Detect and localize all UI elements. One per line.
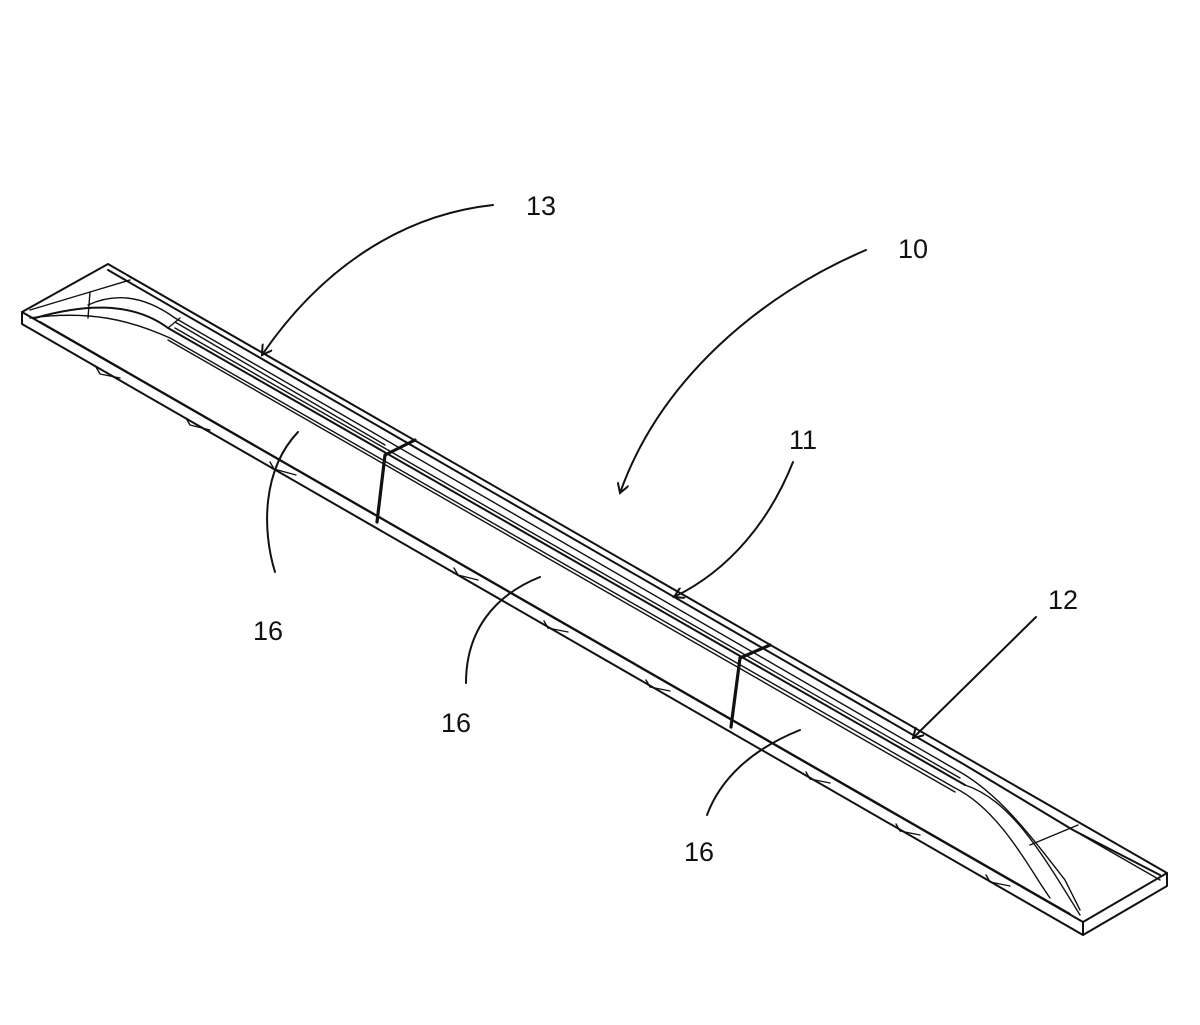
ref-label-16-left: 16	[253, 616, 283, 646]
ridge-top-back-edge	[108, 270, 1160, 875]
segment-face-line-upper	[175, 328, 960, 778]
leader-11	[674, 462, 793, 597]
ridge-inner-line	[30, 315, 1050, 898]
segment-face-line-lower	[168, 340, 955, 792]
elongated-part	[22, 264, 1167, 935]
ref-label-11: 11	[789, 425, 817, 455]
right-end-slope	[965, 785, 1160, 915]
leader-10	[620, 250, 866, 493]
leader-16b	[466, 577, 540, 683]
segment-top-line-a	[175, 322, 385, 445]
ref-label-12: 12	[1048, 585, 1078, 615]
ref-label-16-right: 16	[684, 837, 714, 867]
base-plate-front-right	[1083, 873, 1167, 935]
ref-label-13: 13	[526, 191, 556, 221]
leader-12	[913, 617, 1036, 738]
leader-13	[262, 205, 493, 355]
ref-label-16-middle: 16	[441, 708, 471, 738]
base-plate-front-left	[22, 312, 1083, 935]
segment-face-bottom	[40, 322, 1070, 914]
segment-divider-1	[377, 440, 415, 522]
base-plate	[22, 264, 1167, 922]
ridge-crest-line	[88, 298, 1080, 910]
leader-16a	[267, 432, 298, 572]
leader-16c	[707, 730, 800, 815]
ref-label-10: 10	[898, 234, 928, 264]
